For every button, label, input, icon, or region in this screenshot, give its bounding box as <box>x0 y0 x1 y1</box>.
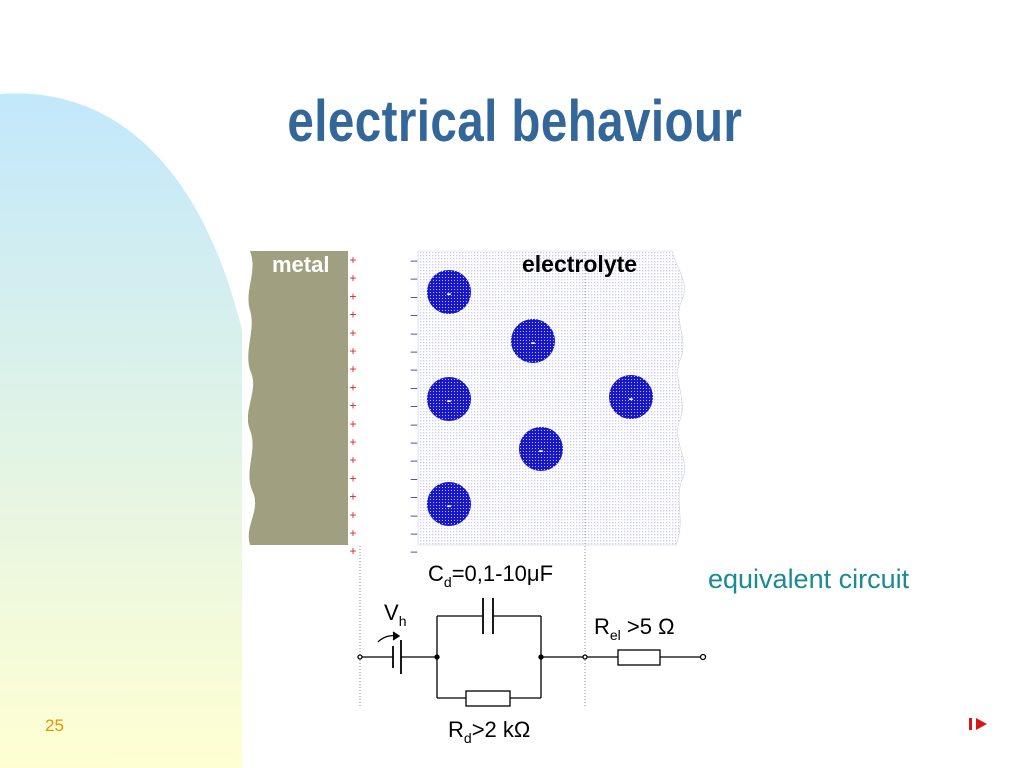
positive-charge-marker: + <box>349 417 356 431</box>
svg-text:-: - <box>447 285 452 301</box>
cd-label: Cd=0,1-10μF <box>428 561 553 590</box>
negative-charge-marker: – <box>411 326 418 340</box>
negative-ion: - <box>519 427 563 471</box>
negative-charge-marker: – <box>411 253 418 267</box>
negative-charge-marker: – <box>411 435 418 449</box>
negative-charge-marker: – <box>411 490 418 504</box>
negative-charge-marker: – <box>411 453 418 467</box>
rd-label: Rd>2 kΩ <box>448 717 530 746</box>
slide-title: electrical behaviour <box>287 89 743 154</box>
negative-charge-marker: – <box>411 508 418 522</box>
positive-charge-marker: + <box>349 490 356 504</box>
play-arrow-icon <box>969 718 987 730</box>
positive-charge-marker: + <box>349 271 356 285</box>
negative-ion: - <box>427 482 471 526</box>
negative-ion: - <box>427 270 471 314</box>
negative-charge-marker: – <box>411 544 418 558</box>
positive-charge-marker: + <box>349 326 356 340</box>
positive-charge-marker: + <box>349 526 356 540</box>
negative-charge-marker: – <box>411 526 418 540</box>
positive-charge-marker: + <box>349 544 356 558</box>
equivalent-circuit-schematic <box>357 598 707 707</box>
negative-charge-marker: – <box>411 380 418 394</box>
negative-charge-marker: – <box>411 362 418 376</box>
negative-ion: - <box>427 377 471 421</box>
negative-charge-marker: – <box>411 417 418 431</box>
positive-charge-marker: + <box>349 435 356 449</box>
positive-charge-marker: + <box>349 399 356 413</box>
svg-text:-: - <box>539 442 544 458</box>
vh-label: Vh <box>384 600 406 629</box>
negative-charge-marker: – <box>411 289 418 303</box>
svg-text:-: - <box>447 497 452 513</box>
metal-region <box>247 251 348 545</box>
positive-charge-marker: + <box>349 362 356 376</box>
positive-charge-marker: + <box>349 253 356 267</box>
page-number: 25 <box>45 716 64 735</box>
positive-charge-marker: + <box>349 308 356 322</box>
metal-label: metal <box>272 252 329 277</box>
positive-charge-marker: + <box>349 380 356 394</box>
positive-charge-marker: + <box>349 508 356 522</box>
positive-charge-marker: + <box>349 453 356 467</box>
negative-charge-marker: – <box>411 399 418 413</box>
equivalent-circuit-label: equivalent circuit <box>708 564 910 594</box>
svg-text:-: - <box>629 390 634 406</box>
positive-charge-marker: + <box>349 289 356 303</box>
negative-charge-marker: – <box>411 308 418 322</box>
electrolyte-label: electrolyte <box>522 251 637 277</box>
positive-charge-marker: + <box>349 471 356 485</box>
electrolyte-region <box>417 250 685 546</box>
negative-charge-marker: – <box>411 344 418 358</box>
negative-ion: - <box>609 375 653 419</box>
next-slide-button[interactable] <box>966 714 992 734</box>
svg-text:-: - <box>447 392 452 408</box>
svg-text:-: - <box>531 334 536 350</box>
rel-label: Rel >5 Ω <box>594 614 675 643</box>
negative-charge-marker: – <box>411 271 418 285</box>
positive-charge-marker: + <box>349 344 356 358</box>
negative-ion: - <box>511 319 555 363</box>
negative-charge-marker: – <box>411 471 418 485</box>
